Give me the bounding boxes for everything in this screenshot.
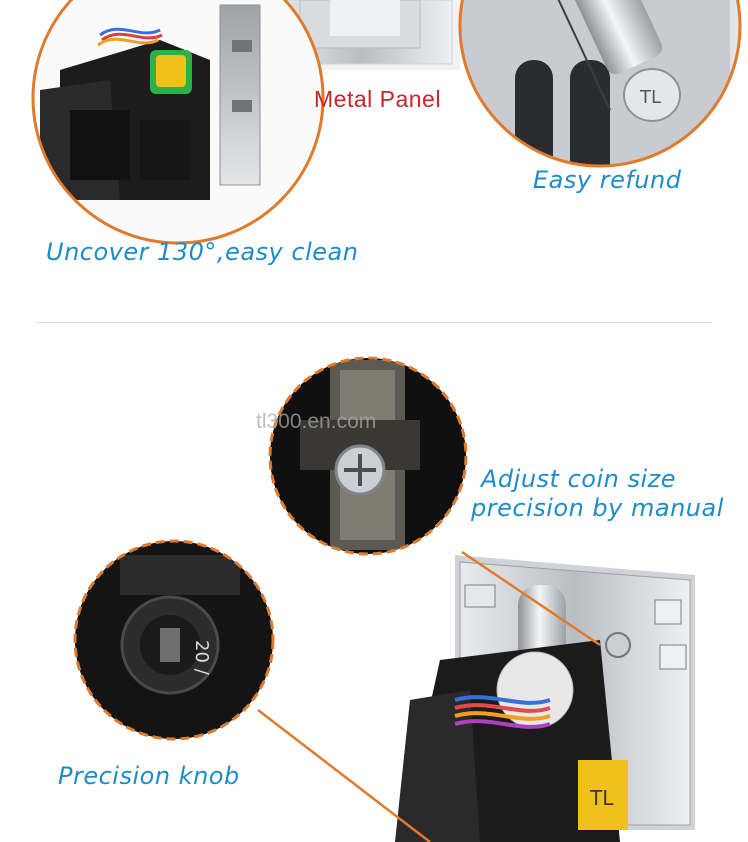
watermark: tl300.en.com bbox=[256, 410, 377, 433]
refund-photo: TL bbox=[460, 0, 740, 166]
easy-refund-label: Easy refund bbox=[533, 166, 682, 194]
precision-knob-label: Precision knob bbox=[58, 762, 240, 790]
svg-text:TL: TL bbox=[639, 87, 661, 108]
svg-text:TL: TL bbox=[589, 786, 614, 810]
uncover-photo bbox=[33, 0, 323, 243]
adjust-callout-line bbox=[461, 550, 601, 647]
precision-manual-label: precision by manual bbox=[471, 494, 724, 522]
metal-panel-photo bbox=[260, 0, 460, 70]
coin-acceptor-photo: TL bbox=[395, 555, 695, 842]
precision-knob-photo: 20 / bbox=[75, 541, 273, 739]
adjust-coin-size-label: Adjust coin size bbox=[481, 465, 676, 493]
section-divider bbox=[36, 322, 712, 323]
metal-panel-label: Metal Panel bbox=[314, 86, 441, 112]
adjust-screw-photo bbox=[270, 358, 466, 554]
knob-callout-line bbox=[257, 709, 431, 842]
uncover-label: Uncover 130°,easy clean bbox=[46, 238, 359, 266]
knob-dial-text: 20 / bbox=[191, 640, 212, 676]
